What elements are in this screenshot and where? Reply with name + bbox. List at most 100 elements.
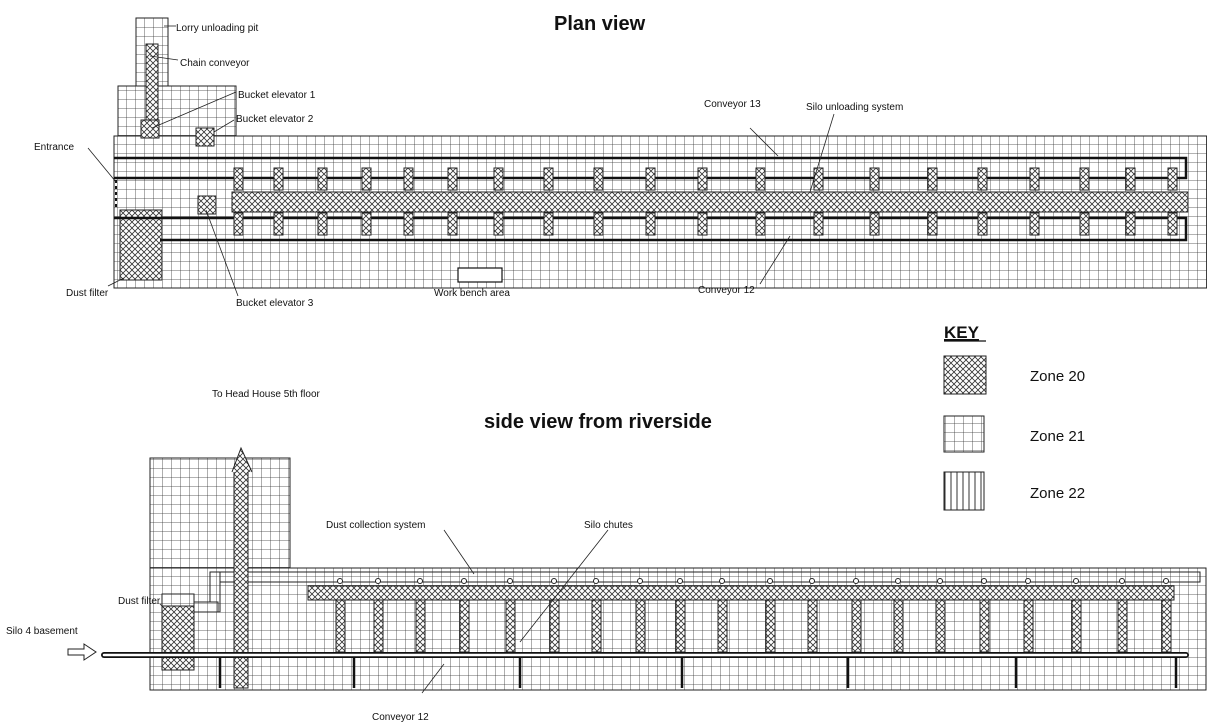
silo-outlet-upper bbox=[927, 167, 938, 191]
chute-connection bbox=[1163, 578, 1169, 584]
bucket-elevator-2 bbox=[195, 127, 215, 147]
silo-outlet-lower bbox=[869, 212, 880, 236]
chute-connection bbox=[551, 578, 557, 584]
silo-chute bbox=[1117, 599, 1128, 653]
silo-unloading-system bbox=[231, 191, 1189, 213]
silo-chute bbox=[335, 599, 346, 653]
bucket-elevator-1 bbox=[140, 119, 160, 139]
silo-chute bbox=[979, 599, 990, 653]
silo-outlet-lower bbox=[927, 212, 938, 236]
silo-outlet-upper bbox=[645, 167, 656, 191]
silo-chute bbox=[807, 599, 818, 653]
chute-connection bbox=[677, 578, 683, 584]
silo-outlet-upper bbox=[447, 167, 458, 191]
plan-silo-outlets bbox=[233, 167, 1178, 236]
key-label-zone-22: Zone 22 bbox=[1030, 485, 1085, 502]
side-view-title: side view from riverside bbox=[484, 411, 712, 433]
silo-outlet-upper bbox=[697, 167, 708, 191]
chute-connection bbox=[461, 578, 467, 584]
silo-outlet-lower bbox=[543, 212, 554, 236]
silo-outlet-upper bbox=[813, 167, 824, 191]
silo-outlet-lower bbox=[1167, 212, 1178, 236]
chute-connection bbox=[809, 578, 815, 584]
silo-chute bbox=[373, 599, 384, 653]
silo-basement-arrow bbox=[67, 643, 97, 661]
silo-outlet-upper bbox=[493, 167, 504, 191]
silo-unloading-label: Silo unloading system bbox=[806, 102, 903, 113]
key-swatch-zone-20 bbox=[943, 355, 987, 395]
silo-outlet-lower bbox=[233, 212, 244, 236]
silo-outlet-lower bbox=[813, 212, 824, 236]
silo-outlet-lower bbox=[317, 212, 328, 236]
silo-outlet-upper bbox=[977, 167, 988, 191]
key-label-zone-21: Zone 21 bbox=[1030, 428, 1085, 445]
chute-connection bbox=[507, 578, 513, 584]
plan-view: Plan view Lorry unload bbox=[34, 13, 1207, 309]
chute-connection bbox=[375, 578, 381, 584]
chain-conveyor-label: Chain conveyor bbox=[180, 58, 250, 69]
silo-chute bbox=[893, 599, 904, 653]
chain-conveyor bbox=[145, 43, 159, 123]
silo-chute bbox=[935, 599, 946, 653]
silo-outlet-upper bbox=[1029, 167, 1040, 191]
silo-outlet-upper bbox=[1125, 167, 1136, 191]
work-bench-label: Work bench area bbox=[434, 288, 510, 299]
dust-collection-duct bbox=[209, 571, 1201, 583]
chute-connection bbox=[895, 578, 901, 584]
work-bench bbox=[457, 267, 503, 283]
silo-chute bbox=[717, 599, 728, 653]
chute-connection bbox=[593, 578, 599, 584]
conveyor-13-label: Conveyor 13 bbox=[704, 99, 761, 110]
plan-view-title: Plan view bbox=[554, 13, 646, 35]
silo-chutes-label: Silo chutes bbox=[584, 520, 633, 531]
chute-connection bbox=[981, 578, 987, 584]
silo-outlet-lower bbox=[593, 212, 604, 236]
silo-chute bbox=[591, 599, 602, 653]
chute-connection bbox=[337, 578, 343, 584]
dust-collection-label: Dust collection system bbox=[326, 520, 425, 531]
key-swatch-zone-22 bbox=[943, 471, 985, 511]
chute-connection bbox=[637, 578, 643, 584]
silo-outlet-upper bbox=[273, 167, 284, 191]
silo-outlet-lower bbox=[645, 212, 656, 236]
silo-outlet-upper bbox=[869, 167, 880, 191]
chute-connection bbox=[417, 578, 423, 584]
silo-chute bbox=[549, 599, 560, 653]
head-house-building bbox=[149, 457, 291, 571]
silo-chute bbox=[415, 599, 426, 653]
head-house-label: To Head House 5th floor bbox=[212, 389, 321, 400]
silo-outlet-lower bbox=[1029, 212, 1040, 236]
dust-filter-side bbox=[161, 605, 195, 671]
silo-outlet-lower bbox=[697, 212, 708, 236]
silo-chute bbox=[675, 599, 686, 653]
bucket-elevator-3-label: Bucket elevator 3 bbox=[236, 298, 314, 309]
silo-outlet-upper bbox=[233, 167, 244, 191]
silo-chute bbox=[1071, 599, 1082, 653]
silo-chute bbox=[459, 599, 470, 653]
silo-outlet-upper bbox=[1079, 167, 1090, 191]
bucket-elevator-room bbox=[117, 85, 237, 139]
dust-filter-plan bbox=[119, 209, 163, 281]
key-swatch-zone-21 bbox=[943, 415, 985, 453]
chute-connection bbox=[1025, 578, 1031, 584]
bucket-elevator-2-label: Bucket elevator 2 bbox=[236, 114, 314, 125]
silo-outlet-lower bbox=[1125, 212, 1136, 236]
silo-outlet-lower bbox=[977, 212, 988, 236]
chute-connection bbox=[1119, 578, 1125, 584]
lorry-pit-label: Lorry unloading pit bbox=[176, 23, 258, 34]
head-house-arrow bbox=[231, 446, 253, 473]
conveyor-12-plan-label: Conveyor 12 bbox=[698, 285, 755, 296]
silo-outlet-lower bbox=[493, 212, 504, 236]
silo-chute bbox=[635, 599, 646, 653]
silo-outlet-lower bbox=[447, 212, 458, 236]
silo-basement-label: Silo 4 basement bbox=[6, 626, 78, 637]
silo-outlet-upper bbox=[755, 167, 766, 191]
silo-outlet-upper bbox=[593, 167, 604, 191]
conveyor-supports bbox=[218, 657, 1178, 688]
entrance-label: Entrance bbox=[34, 142, 74, 153]
key-label-zone-20: Zone 20 bbox=[1030, 368, 1085, 385]
conveyor-12-side-label: Conveyor 12 bbox=[372, 712, 429, 723]
silo-outlet-upper bbox=[1167, 167, 1178, 191]
key-title: KEY bbox=[944, 323, 980, 342]
